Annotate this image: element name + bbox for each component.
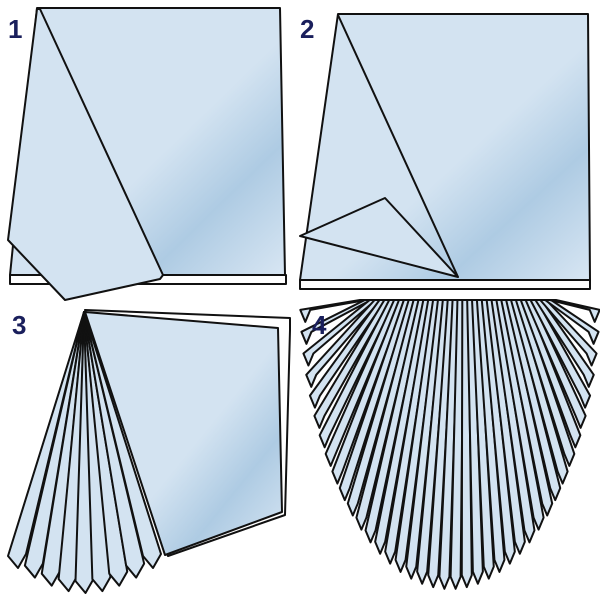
book-right-page	[84, 311, 283, 556]
folded-corner-flap	[299, 197, 459, 278]
fanned-page	[549, 299, 600, 323]
fanned-page	[7, 311, 85, 569]
step-label-3: 3	[12, 310, 27, 340]
step-label-4: 4	[312, 310, 327, 340]
step-1-illustration	[7, 7, 287, 301]
step-label-1: 1	[8, 14, 23, 44]
folded-page-flap	[7, 8, 164, 301]
step-2-illustration	[299, 13, 591, 290]
step-label-2: 2	[300, 14, 315, 44]
fold-crease	[337, 14, 459, 278]
fanned-page	[83, 311, 162, 569]
step-4-illustration	[299, 299, 600, 590]
step-3-illustration	[7, 309, 291, 594]
book-base	[299, 279, 591, 290]
